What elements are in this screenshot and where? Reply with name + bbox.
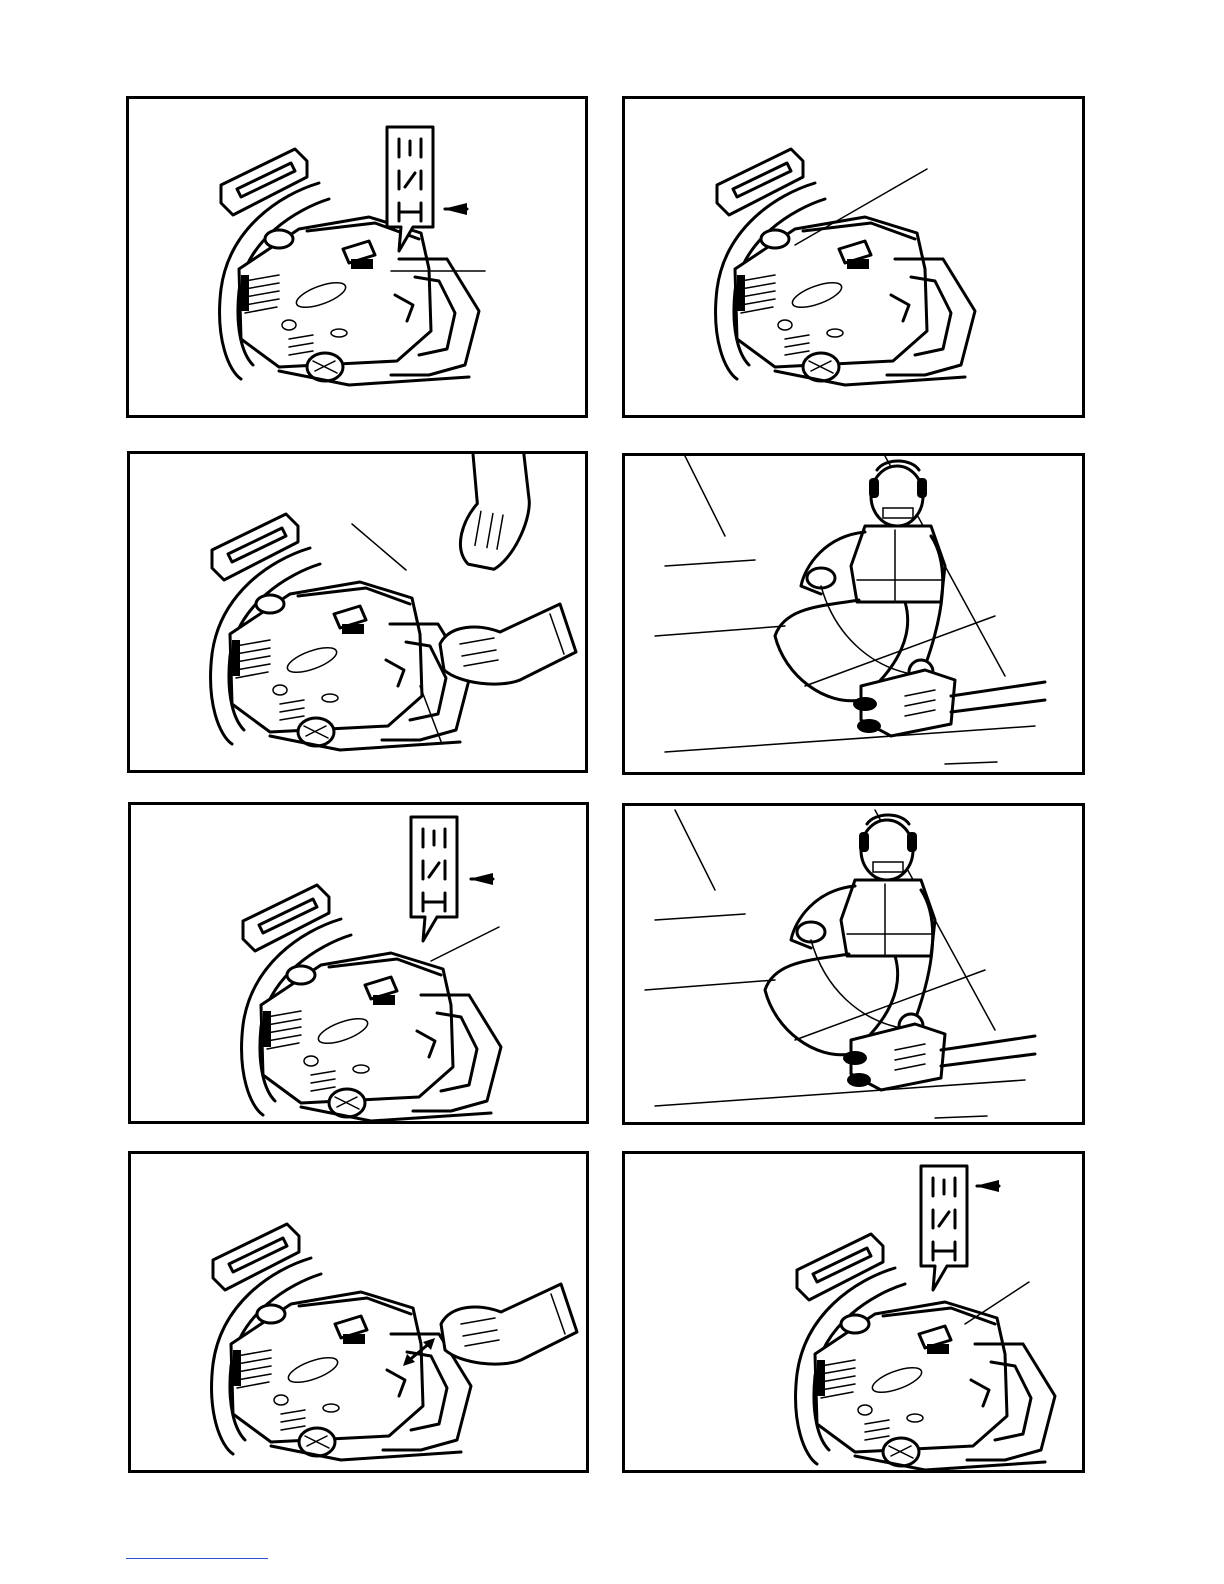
choke-symbol-callout: [411, 817, 457, 941]
figure-3-chainsaw-with-hands: [130, 454, 585, 770]
figure-7-panel: [128, 1151, 589, 1473]
figure-8-panel: [622, 1151, 1085, 1473]
figure-6-operator-starting-saw: [625, 806, 1082, 1122]
figure-6-panel: [622, 803, 1085, 1125]
glove-hand: [441, 1284, 577, 1364]
pointer-line: [431, 927, 499, 961]
figure-1-chainsaw-illustration: [129, 99, 585, 415]
figure-5-chainsaw-illustration: [131, 805, 586, 1121]
glove-hand-lower: [440, 604, 576, 684]
figure-2-panel: [622, 96, 1085, 418]
figure-3-panel: [127, 451, 588, 773]
figure-5-panel: [128, 802, 589, 1124]
glove-hand-upper: [431, 454, 553, 578]
figure-4-operator-starting-saw: [625, 456, 1082, 772]
figure-4-panel: [622, 453, 1085, 775]
footer-underline: [126, 1558, 268, 1559]
figure-2-chainsaw-illustration: [625, 99, 1082, 415]
figure-8-chainsaw-illustration: [625, 1154, 1082, 1470]
pointer-line: [352, 524, 406, 570]
figure-1-panel: [126, 96, 588, 418]
choke-symbol-callout: [921, 1166, 967, 1290]
figure-7-chainsaw-with-hand: [131, 1154, 586, 1470]
